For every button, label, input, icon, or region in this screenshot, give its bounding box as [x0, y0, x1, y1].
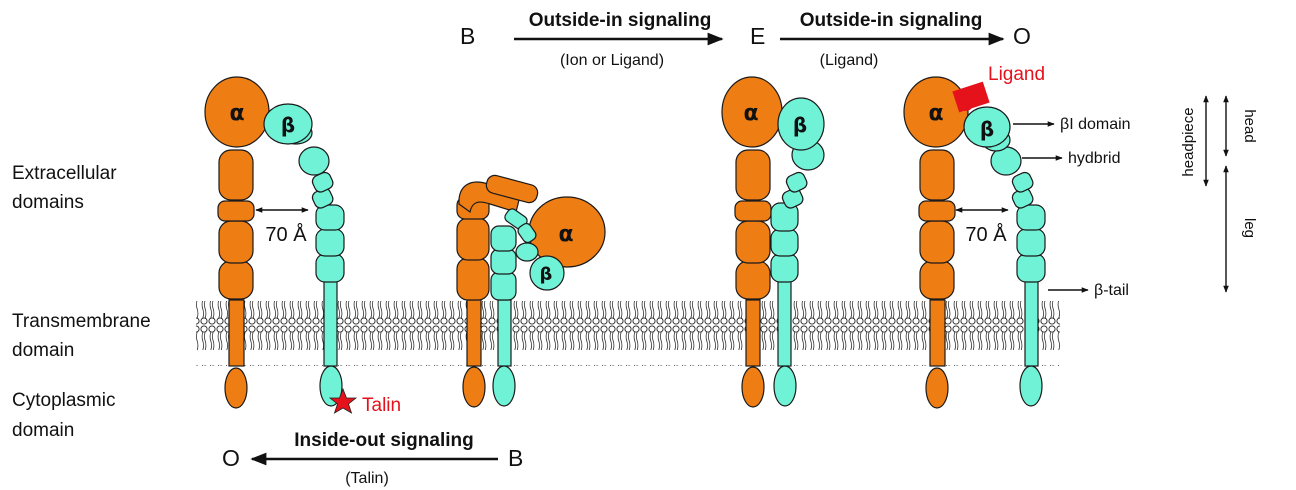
- headpiece-label: headpiece: [1180, 107, 1197, 176]
- beta-subunit: [963, 106, 1046, 407]
- distance-label: 70 Å: [265, 223, 307, 246]
- alpha-subunit: [456, 174, 606, 408]
- inside-out-state-from: B: [508, 445, 523, 471]
- alpha-subunit: [721, 76, 783, 408]
- beta-subunit: [263, 103, 345, 407]
- inside-out-title: Inside-out signaling: [294, 430, 473, 451]
- state-label-extended: E: [750, 23, 765, 49]
- inside-out-sub: (Talin): [345, 470, 389, 487]
- outside-in-sub-2: (Ligand): [820, 52, 879, 69]
- extracellular-label: Extracellular: [12, 163, 117, 184]
- extracellular-label-2: domains: [12, 192, 84, 213]
- integrin-extended-closed: α β: [721, 76, 825, 408]
- outside-in-title-2: Outside-in signaling: [800, 10, 983, 31]
- integrin-bent-closed: α β: [456, 174, 606, 408]
- alpha-label: α: [229, 101, 244, 126]
- transmembrane-label: Transmembrane: [12, 311, 151, 332]
- b-tail-label: β-tail: [1094, 282, 1129, 299]
- alpha-subunit: [204, 76, 270, 409]
- cytoplasmic-label-2: domain: [12, 420, 74, 441]
- head-label: head: [1241, 109, 1258, 142]
- distance-label: 70 Å: [965, 223, 1007, 246]
- beta-subunit: [770, 97, 825, 407]
- alpha-label: α: [928, 101, 943, 126]
- beta-label: β: [540, 264, 553, 285]
- outside-in-sub-1: (Ion or Ligand): [560, 52, 664, 69]
- alpha-label: α: [558, 222, 573, 247]
- alpha-subunit: [903, 76, 969, 409]
- beta-subunit: [490, 208, 565, 407]
- bI-domain-label: βI domain: [1060, 116, 1131, 133]
- integrin-extended-open-left: α β 70 Å Talin: [204, 76, 401, 416]
- inside-out-state-to: O: [222, 445, 240, 471]
- ligand-label: Ligand: [988, 64, 1045, 85]
- lipid-bilayer: [196, 301, 1060, 366]
- integrin-extended-open-right: α β Ligand 70 Å: [903, 64, 1046, 409]
- leg-label: leg: [1241, 218, 1258, 238]
- transmembrane-label-2: domain: [12, 340, 74, 361]
- alpha-label: α: [743, 101, 758, 126]
- ligand-icon: [952, 81, 990, 113]
- beta-label: β: [793, 113, 807, 137]
- outside-in-title-1: Outside-in signaling: [529, 10, 712, 31]
- beta-label: β: [980, 117, 994, 141]
- state-label-bent: B: [460, 23, 475, 49]
- beta-label: β: [281, 113, 295, 137]
- talin-label: Talin: [362, 395, 401, 416]
- cytoplasmic-label: Cytoplasmic: [12, 390, 115, 411]
- state-label-open: O: [1013, 23, 1031, 49]
- hybrid-label: hydbrid: [1068, 150, 1120, 167]
- talin-star-icon: [328, 387, 358, 414]
